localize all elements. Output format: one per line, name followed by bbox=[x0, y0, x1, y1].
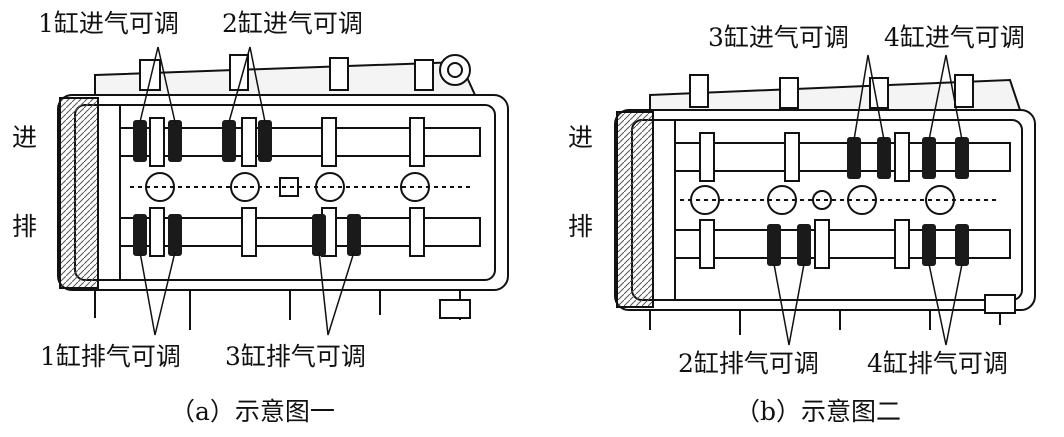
callout-a-cyl3-exhaust: 3缸排气可调 bbox=[225, 342, 366, 371]
callout-b-cyl4-intake: 4缸进气可调 bbox=[884, 23, 1025, 52]
adjust-lobes-a-exhaust bbox=[133, 214, 361, 256]
adjust-lobes-b-intake bbox=[847, 137, 969, 179]
engine-head-a bbox=[57, 54, 509, 330]
callout-b-cyl3-intake: 3缸进气可调 bbox=[708, 23, 849, 52]
leader-lines-a bbox=[139, 46, 355, 336]
leader-lines-b bbox=[773, 54, 963, 346]
engine-head-b bbox=[614, 74, 1036, 335]
callout-a-cyl1-exhaust: 1缸排气可调 bbox=[40, 342, 181, 371]
caption-a: （a）示意图一 bbox=[170, 397, 335, 426]
callout-b-cyl4-exhaust: 4缸排气可调 bbox=[867, 349, 1008, 378]
label-a-intake: 进 bbox=[12, 123, 38, 152]
caption-b: （b）示意图二 bbox=[735, 397, 902, 426]
adjust-lobes-b-exhaust bbox=[767, 224, 969, 266]
adjust-lobes-a-intake bbox=[133, 120, 272, 162]
callout-a-cyl1-intake: 1缸进气可调 bbox=[38, 9, 179, 38]
label-b-exhaust: 排 bbox=[568, 212, 594, 241]
label-a-exhaust: 排 bbox=[12, 212, 38, 241]
label-b-intake: 进 bbox=[568, 123, 594, 152]
callout-a-cyl2-intake: 2缸进气可调 bbox=[222, 9, 363, 38]
callout-b-cyl2-exhaust: 2缸排气可调 bbox=[678, 349, 819, 378]
